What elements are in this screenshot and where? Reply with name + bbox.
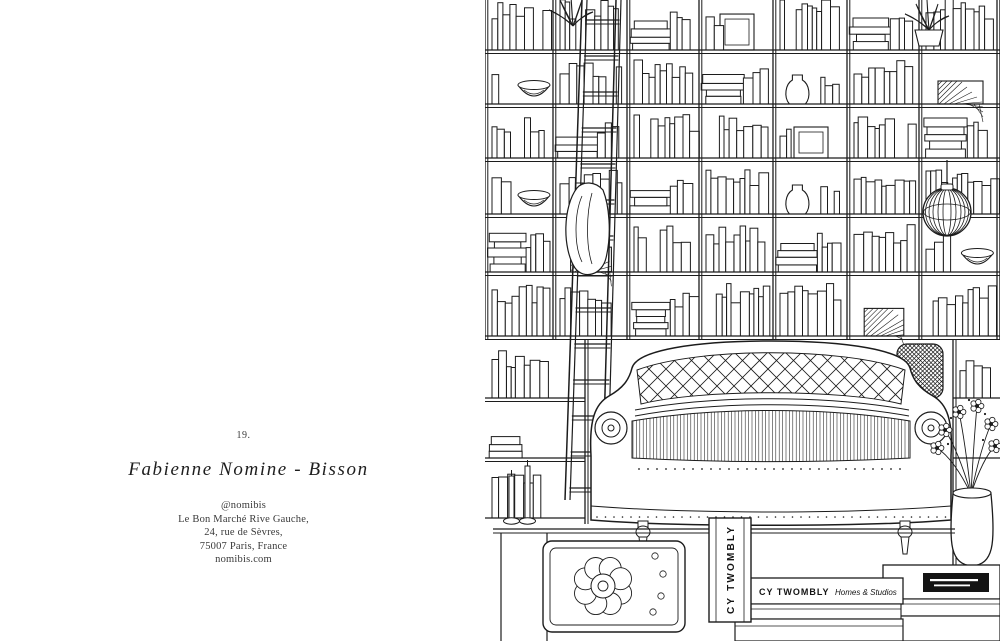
potted-plants [548,0,950,47]
bookshelf-books [487,0,1000,519]
artist-website: nomibis.com [215,554,272,565]
book-spine-vertical-text: CY TWOMBLY [726,525,737,614]
bookshelf-frame [485,0,1000,566]
entry-number: 19. [236,430,251,441]
book-spine-horizontal-text: CY TWOMBLY [759,587,830,597]
left-page: 19. Fabienne Nomine - Bisson @nomibis Le… [0,0,487,641]
tufted-sofa [589,340,953,555]
artist-handle: @nomibis [220,500,267,511]
book-spine-subtitle-text: Homes & Studios [835,588,897,597]
pendant-lamp [922,160,972,237]
foreground-art [493,460,1000,641]
address-line-3: 75007 Paris, France [199,540,288,552]
library-illustration: CY TWOMBLY CY TWOMBLY Homes & Studios [485,0,1000,641]
address-line-1: Le Bon Marché Rive Gauche, [178,513,309,525]
artist-details: @nomibis Le Bon Marché Rive Gauche, 24, … [0,499,487,567]
foreground-books: CY TWOMBLY CY TWOMBLY Homes & Studios [493,460,1000,641]
artist-name: Fabienne Nomine - Bisson [128,459,369,480]
address-line-2: 24, rue de Sèvres, [204,527,283,538]
right-page: CY TWOMBLY CY TWOMBLY Homes & Studios [485,0,1000,641]
